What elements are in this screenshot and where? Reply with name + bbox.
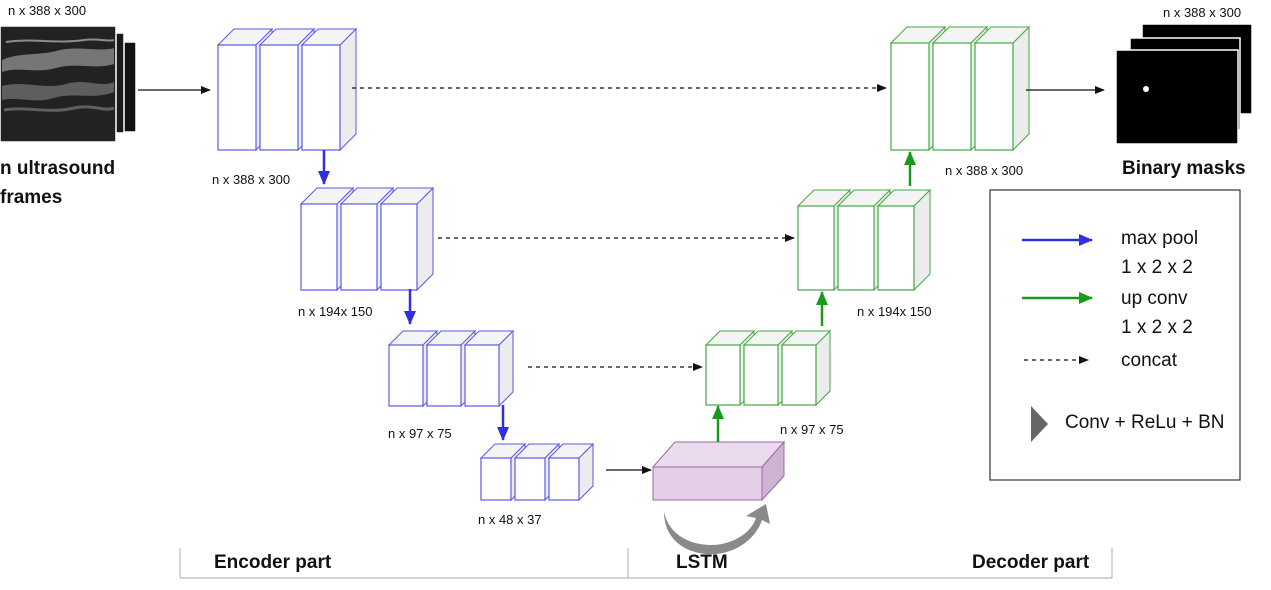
input-frames — [0, 25, 137, 143]
encoder-part-label: Encoder part — [214, 552, 332, 573]
input-label-line2: frames — [0, 187, 62, 208]
legend-up-conv-line1: up conv — [1121, 288, 1188, 309]
decoder-level1-blocks — [889, 25, 1031, 152]
decoder-level3-dim: n x 97 x 75 — [780, 422, 844, 437]
encoder-level3-blocks — [387, 329, 515, 408]
conv-blocks — [216, 25, 1031, 502]
encoder-level1-dim: n x 388 x 300 — [212, 172, 290, 187]
part-labels: Encoder part LSTM Decoder part — [179, 548, 1113, 579]
decoder-level2-block-3 — [876, 188, 932, 292]
encoder-level2-dim: n x 194x 150 — [298, 304, 372, 319]
lstm-label: LSTM — [676, 552, 728, 573]
concat-arrows — [352, 84, 887, 371]
decoder-level1-block-3 — [973, 25, 1031, 152]
decoder-level2-blocks — [796, 188, 932, 292]
decoder-level3-block-3 — [780, 329, 832, 407]
mask-spot — [1143, 86, 1149, 92]
legend-max-pool-line2: 1 x 2 x 2 — [1121, 257, 1193, 278]
decoder-level3-blocks — [704, 329, 832, 407]
max-pool-arrows — [318, 150, 509, 441]
encoder-level2-blocks — [299, 186, 435, 292]
up-conv-arrows — [712, 151, 916, 442]
output-label: Binary masks — [1122, 158, 1246, 179]
output-masks — [1115, 23, 1253, 145]
encoder-level4-dim: n x 48 x 37 — [478, 512, 542, 527]
legend-concat: concat — [1121, 350, 1178, 371]
encoder-level4-blocks — [479, 442, 595, 502]
curved-gray-arrow-icon — [664, 504, 770, 555]
legend-conv: Conv + ReLu + BN — [1065, 412, 1224, 433]
decoder-part-label: Decoder part — [972, 552, 1090, 573]
legend-box: max pool 1 x 2 x 2 up conv 1 x 2 x 2 con… — [989, 189, 1241, 481]
encoder-level3-block-3 — [463, 329, 515, 408]
legend-max-pool-line1: max pool — [1121, 228, 1198, 249]
legend-up-conv-line2: 1 x 2 x 2 — [1121, 317, 1193, 338]
encoder-level1-block-3 — [300, 27, 358, 152]
encoder-level4-block-3 — [547, 442, 595, 502]
encoder-level2-block-3 — [379, 186, 435, 292]
encoder-level1-blocks — [216, 27, 358, 152]
gray-triangle-icon — [1031, 406, 1048, 442]
encoder-level3-dim: n x 97 x 75 — [388, 426, 452, 441]
lstm-block — [651, 440, 786, 555]
flow-arrows — [138, 86, 1105, 474]
input-dim-label: n x 388 x 300 — [8, 3, 86, 18]
input-label-line1: n ultrasound — [0, 158, 115, 179]
decoder-level1-dim: n x 388 x 300 — [945, 163, 1023, 178]
decoder-level2-dim: n x 194x 150 — [857, 304, 931, 319]
output-dim-label: n x 388 x 300 — [1163, 5, 1241, 20]
